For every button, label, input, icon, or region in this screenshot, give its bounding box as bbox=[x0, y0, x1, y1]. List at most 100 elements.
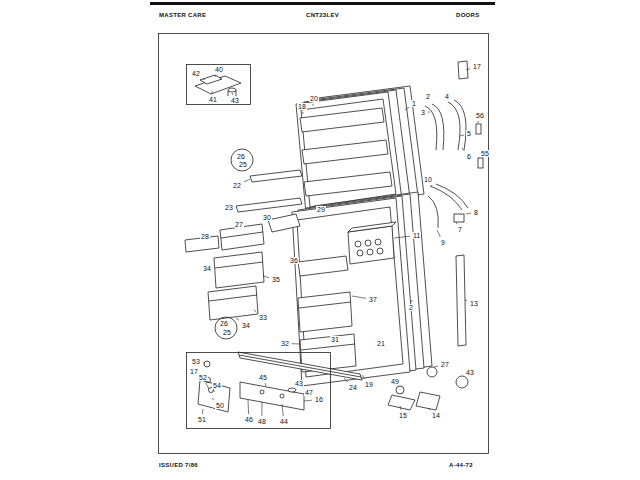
callout-number: 52 bbox=[198, 374, 208, 381]
leader-line bbox=[215, 75, 216, 77]
callout-number: 54 bbox=[212, 382, 222, 389]
leader-line bbox=[236, 318, 239, 320]
leader-line bbox=[434, 366, 438, 368]
callout-number: 48 bbox=[257, 418, 267, 425]
callout-number: 32 bbox=[280, 340, 290, 347]
callout-number: 43 bbox=[230, 97, 240, 104]
leader-line bbox=[431, 185, 433, 186]
callout-number: 20 bbox=[309, 95, 319, 102]
leader-line bbox=[261, 402, 262, 416]
callout-number: 28 bbox=[200, 233, 210, 240]
callout-number: 11 bbox=[412, 232, 421, 239]
callout-number: 30 bbox=[262, 214, 272, 221]
callout-number: 34 bbox=[202, 265, 212, 272]
callout-number: 33 bbox=[258, 314, 268, 321]
callout-number: 19 bbox=[364, 381, 374, 388]
leader-line bbox=[344, 378, 348, 382]
callout-number: 40 bbox=[214, 66, 224, 73]
leader-line bbox=[394, 236, 410, 238]
callout-number: 18 bbox=[297, 103, 307, 110]
leader-line bbox=[304, 400, 312, 402]
leader-line bbox=[292, 343, 300, 344]
leader-line bbox=[263, 276, 269, 278]
header-text: DOORS bbox=[455, 12, 481, 18]
callout-number: 50 bbox=[215, 402, 225, 409]
leader-line bbox=[254, 310, 256, 312]
callout-number: 14 bbox=[431, 412, 441, 419]
leader-line bbox=[212, 91, 213, 94]
callout-number: 7 bbox=[457, 226, 463, 233]
callout-number: 23 bbox=[224, 204, 234, 211]
leader-line bbox=[437, 230, 440, 237]
header-text: MASTER CARE bbox=[158, 12, 207, 18]
leader-line bbox=[232, 93, 234, 95]
callout-number: 43 bbox=[294, 380, 304, 387]
callout-number: 4 bbox=[444, 93, 450, 100]
leader-line bbox=[400, 406, 401, 410]
callout-number: 13 bbox=[469, 300, 479, 307]
leader-line bbox=[411, 300, 412, 302]
callout-number: 41 bbox=[208, 96, 218, 103]
leader-line bbox=[352, 296, 366, 298]
leader-line bbox=[244, 179, 250, 182]
leader-line bbox=[478, 121, 480, 123]
header-text: CNT23LEV bbox=[305, 12, 340, 18]
callout-number: 53 bbox=[191, 358, 201, 365]
leader-line bbox=[466, 69, 470, 70]
header-text: A-44-72 bbox=[448, 462, 474, 468]
callout-number: 43 bbox=[465, 369, 475, 376]
callout-number: 10 bbox=[423, 176, 433, 183]
leader-line bbox=[203, 78, 205, 80]
header-text: ISSUED 7/86 bbox=[158, 462, 199, 468]
callout-number: 25 bbox=[238, 161, 248, 168]
callout-number: 26 bbox=[219, 320, 229, 327]
leader-line bbox=[460, 135, 464, 136]
callout-number: 1 bbox=[411, 100, 417, 107]
callout-number: 36 bbox=[289, 257, 299, 264]
callout-number: 55 bbox=[480, 150, 490, 157]
callout-number: 56 bbox=[475, 112, 485, 119]
callout-number: 22 bbox=[232, 182, 242, 189]
callout-number: 5 bbox=[466, 130, 472, 137]
callout-number: 29 bbox=[316, 206, 326, 213]
callout-number: 2 bbox=[408, 304, 414, 311]
callout-number: 3 bbox=[420, 109, 426, 116]
leader-line bbox=[248, 400, 250, 414]
callout-number: 31 bbox=[330, 336, 340, 343]
leader-line bbox=[282, 404, 283, 416]
callout-number: 44 bbox=[279, 418, 289, 425]
leader-line bbox=[302, 112, 303, 114]
callout-number: 35 bbox=[271, 276, 281, 283]
callout-number: 8 bbox=[473, 209, 479, 216]
leader-line bbox=[428, 408, 430, 410]
callout-number: 42 bbox=[191, 70, 201, 77]
leader-line bbox=[362, 375, 365, 379]
callout-number: 25 bbox=[222, 329, 232, 336]
callout-number: 27 bbox=[440, 361, 450, 368]
callout-number: 37 bbox=[368, 296, 378, 303]
callout-number: 49 bbox=[390, 378, 400, 385]
callout-number: 34 bbox=[241, 322, 251, 329]
leader-line bbox=[465, 300, 467, 302]
callout-number: 15 bbox=[398, 412, 408, 419]
callout-number: 2 bbox=[425, 93, 431, 100]
callout-number: 45 bbox=[258, 374, 268, 381]
leader-line bbox=[462, 148, 465, 151]
callout-number: 46 bbox=[244, 416, 254, 423]
leader-line bbox=[202, 409, 204, 414]
leader-line bbox=[313, 104, 314, 106]
callout-number: 21 bbox=[376, 340, 386, 347]
leader-line bbox=[466, 213, 471, 215]
callout-number: 26 bbox=[236, 153, 246, 160]
leader-line bbox=[456, 222, 457, 224]
callout-number: 6 bbox=[466, 153, 472, 160]
leader-line bbox=[214, 391, 215, 392]
callout-number: 16 bbox=[314, 396, 324, 403]
callout-number: 24 bbox=[348, 384, 358, 391]
callout-number: 51 bbox=[197, 416, 207, 423]
leader-line bbox=[428, 112, 430, 113]
leader-line bbox=[265, 383, 266, 386]
